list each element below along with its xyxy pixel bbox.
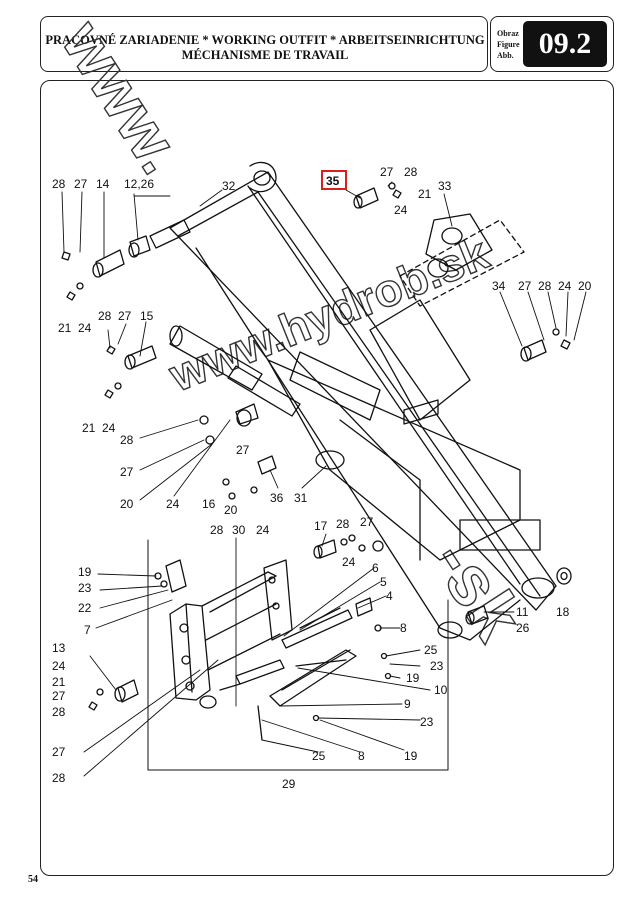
diagram-frame — [40, 80, 614, 876]
pin-14-group — [61, 219, 191, 301]
part-label-highlighted: 35 — [326, 174, 340, 188]
figure-label-obraz: Obraz — [497, 29, 519, 38]
figure-label-figure: Figure — [497, 40, 520, 49]
part-label: 23 — [430, 659, 444, 673]
part-label: 15 — [140, 309, 154, 323]
pin-35-group — [353, 182, 525, 307]
figure-number: 09.2 — [523, 21, 607, 67]
pin-15-group — [104, 345, 157, 399]
part-label: 27 — [52, 689, 66, 703]
part-label: 27 — [120, 465, 134, 479]
part-label: 27 — [118, 309, 132, 323]
part-label: 10 — [434, 683, 448, 697]
part-label: 20 — [120, 497, 134, 511]
part-label: 31 — [294, 491, 308, 505]
part-label: 4 — [386, 589, 393, 603]
part-label: 27 — [236, 443, 250, 457]
pin-13-group — [88, 679, 139, 711]
part-label: 21 — [82, 421, 96, 435]
part-label: 24 — [394, 203, 408, 217]
pin-31-group — [199, 403, 345, 500]
title-box: PRACOVNÉ ZARIADENIE * WORKING OUTFIT * A… — [40, 16, 488, 72]
part-label: 25 — [312, 749, 326, 763]
part-label: 27 — [360, 515, 374, 529]
part-label: 19 — [404, 749, 418, 763]
cylinder-12-26 — [169, 325, 301, 417]
quick-coupler-frame — [154, 559, 293, 701]
part-labels: 28 27 14 12,26 32 27 28 21 24 33 21 24 2… — [52, 165, 592, 791]
part-label: 13 — [52, 641, 66, 655]
leader-lines — [61, 181, 587, 777]
part-label: 28 — [404, 165, 418, 179]
part-label: 19 — [406, 671, 420, 685]
part-label: 25 — [424, 643, 438, 657]
part-label: 33 — [438, 179, 452, 193]
part-label: 16 — [202, 497, 216, 511]
part-label: 12,26 — [124, 177, 154, 191]
part-label: 28 — [336, 517, 350, 531]
part-label: 14 — [96, 177, 110, 191]
watermark-www-diagonal: www. — [48, 8, 199, 186]
part-label: 24 — [256, 523, 270, 537]
part-label: 24 — [342, 555, 356, 569]
part-label: 18 — [556, 605, 570, 619]
part-label: 26 — [516, 621, 530, 635]
figure-box: Obraz Figure Abb. 09.2 — [490, 16, 614, 72]
part-label: 20 — [224, 503, 238, 517]
part-label: 34 — [492, 279, 506, 293]
part-label: 28 — [210, 523, 224, 537]
pin-34-group — [520, 328, 571, 362]
part-label: 9 — [404, 697, 411, 711]
part-label: 6 — [372, 561, 379, 575]
part-label: 36 — [270, 491, 284, 505]
watermark-url: www.hydrob.sk — [161, 226, 495, 401]
part-label: 24 — [78, 321, 92, 335]
highlight-box-35 — [321, 170, 347, 190]
part-label: 11 — [516, 605, 529, 619]
bracket-29 — [147, 539, 449, 771]
part-label: 8 — [358, 749, 365, 763]
part-label: 28 — [52, 771, 66, 785]
part-label: 29 — [282, 777, 296, 791]
part-label: 28 — [98, 309, 112, 323]
part-label: 28 — [120, 433, 134, 447]
part-label: 21 — [418, 187, 432, 201]
pin-11-group — [465, 567, 572, 625]
part-label: 28 — [52, 177, 66, 191]
part-label: 19 — [78, 565, 92, 579]
part-label: 21 — [52, 675, 66, 689]
title-line-1: PRACOVNÉ ZARIADENIE * WORKING OUTFIT * A… — [45, 33, 485, 47]
pin-17-group — [313, 534, 384, 559]
part-label: 8 — [400, 621, 407, 635]
part-label: 32 — [222, 179, 236, 193]
part-label: 27 — [380, 165, 394, 179]
page-number: 54 — [28, 874, 38, 885]
figure-label-abb: Abb. — [497, 51, 514, 60]
part-label: 27 — [74, 177, 88, 191]
part-label: 28 — [52, 705, 66, 719]
part-label: 24 — [52, 659, 66, 673]
part-label: 27 — [52, 745, 66, 759]
part-label: 17 — [314, 519, 328, 533]
part-label: 24 — [558, 279, 572, 293]
part-label: 7 — [84, 623, 91, 637]
part-label: 27 — [518, 279, 532, 293]
part-label: 22 — [78, 601, 92, 615]
part-label: 20 — [578, 279, 592, 293]
part-label: 24 — [102, 421, 116, 435]
part-label: 28 — [538, 279, 552, 293]
part-label: 23 — [420, 715, 434, 729]
part-label: 5 — [380, 575, 387, 589]
part-label: 24 — [166, 497, 180, 511]
title-line-2: MÉCHANISME DE TRAVAIL — [181, 48, 349, 62]
part-label: 23 — [78, 581, 92, 595]
part-label: 21 — [58, 321, 72, 335]
part-label: 30 — [232, 523, 246, 537]
boom-assembly — [169, 161, 557, 641]
